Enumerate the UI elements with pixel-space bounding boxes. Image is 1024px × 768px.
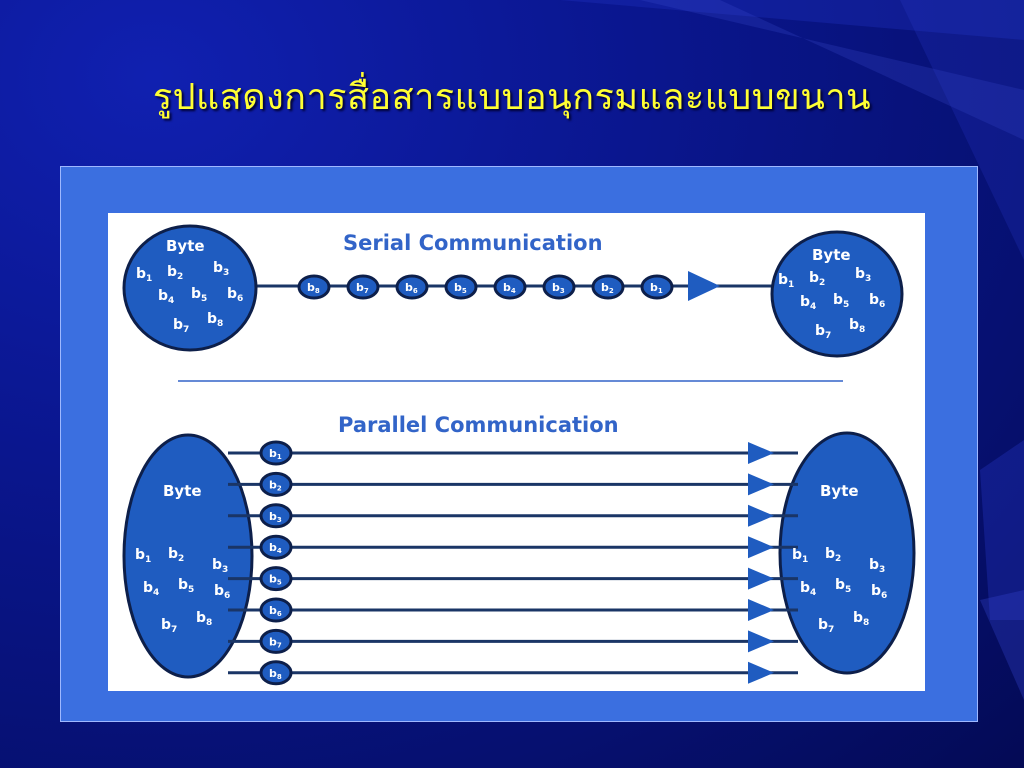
bit-label: b5 <box>178 577 194 595</box>
parallel-bit-chip: b6 <box>259 597 293 623</box>
bit-label: b6 <box>871 583 887 601</box>
serial-bit-chip: b3 <box>542 274 576 300</box>
byte-label: Byte <box>812 246 851 264</box>
chip-label: b7 <box>269 635 282 649</box>
bit-label: b5 <box>191 286 207 304</box>
chip-label: b4 <box>503 281 516 295</box>
serial-sender-node <box>122 224 258 352</box>
parallel-bit-chip: b1 <box>259 440 293 466</box>
chip-label: b2 <box>601 281 614 295</box>
bit-label: b7 <box>815 323 831 341</box>
slide-title: รูปแสดงการสื่อสารแบบอนุกรมและแบบขนาน <box>152 77 872 118</box>
serial-bit-chip: b5 <box>444 274 478 300</box>
parallel-bit-chip: b5 <box>259 566 293 592</box>
bit-label: b2 <box>167 264 183 282</box>
bit-label: b3 <box>855 266 871 284</box>
byte-label: Byte <box>163 482 202 500</box>
parallel-bit-chip: b7 <box>259 628 293 654</box>
serial-bit-chip: b6 <box>395 274 429 300</box>
parallel-arrow-icon <box>748 536 774 559</box>
bit-label: b6 <box>227 286 243 304</box>
bit-label: b1 <box>792 547 808 565</box>
parallel-title: Parallel Communication <box>338 413 619 437</box>
bit-label: b7 <box>161 617 177 635</box>
chip-label: b3 <box>269 510 282 524</box>
chip-label: b1 <box>650 281 663 295</box>
serial-bit-chip: b8 <box>297 274 331 300</box>
bit-label: b5 <box>833 292 849 310</box>
chip-label: b4 <box>269 541 282 555</box>
serial-bit-chip: b7 <box>346 274 380 300</box>
bit-label: b3 <box>213 260 229 278</box>
bit-label: b7 <box>818 617 834 635</box>
byte-label: Byte <box>820 482 859 500</box>
parallel-bit-chip: b8 <box>259 660 293 686</box>
parallel-bit-chip: b2 <box>259 471 293 497</box>
chip-label: b1 <box>269 447 282 461</box>
parallel-arrow-icon <box>748 504 774 527</box>
bit-label: b7 <box>173 317 189 335</box>
communication-diagram: Serial Communication Parallel Communicat… <box>122 224 916 686</box>
byte-label: Byte <box>166 237 205 255</box>
chip-label: b6 <box>405 281 418 295</box>
chip-label: b3 <box>552 281 565 295</box>
bit-label: b2 <box>809 270 825 288</box>
bit-label: b6 <box>214 583 230 601</box>
bit-label: b1 <box>136 266 152 284</box>
serial-bit-chip: b1 <box>640 274 674 300</box>
serial-receiver-node <box>770 230 904 358</box>
bit-label: b5 <box>835 577 851 595</box>
chip-label: b8 <box>269 667 282 681</box>
bit-label: b2 <box>825 546 841 564</box>
parallel-arrow-icon <box>748 567 774 590</box>
chip-label: b8 <box>307 281 320 295</box>
bit-label: b1 <box>778 272 794 290</box>
serial-arrow-icon <box>688 271 720 301</box>
parallel-arrow-icon <box>748 599 774 621</box>
chip-label: b7 <box>356 281 369 295</box>
serial-bit-chip: b2 <box>591 274 625 300</box>
parallel-bit-chip: b3 <box>259 503 293 529</box>
parallel-bit-chip: b4 <box>259 534 293 560</box>
bit-label: b4 <box>158 288 174 306</box>
bit-label: b8 <box>853 610 869 628</box>
parallel-arrow-icon <box>748 442 774 464</box>
serial-title: Serial Communication <box>343 231 603 255</box>
bit-label: b8 <box>849 317 865 335</box>
bit-label: b2 <box>168 546 184 564</box>
parallel-arrow-icon <box>748 630 774 653</box>
chip-label: b6 <box>269 604 282 618</box>
bit-label: b3 <box>212 557 228 575</box>
parallel-arrow-icon <box>748 661 774 684</box>
bit-label: b6 <box>869 292 885 310</box>
diagram-panel: Serial Communication Parallel Communicat… <box>108 213 925 691</box>
chip-label: b2 <box>269 478 282 492</box>
bit-label: b8 <box>196 610 212 628</box>
serial-bit-chip: b4 <box>493 274 527 300</box>
bit-label: b4 <box>143 580 159 598</box>
bit-label: b8 <box>207 311 223 329</box>
parallel-receiver-node <box>778 431 916 675</box>
parallel-sender-node <box>122 433 254 679</box>
bit-label: b3 <box>869 557 885 575</box>
chip-label: b5 <box>454 281 467 295</box>
chip-label: b5 <box>269 573 282 587</box>
bit-label: b1 <box>135 547 151 565</box>
parallel-arrow-icon <box>748 473 774 496</box>
bit-label: b4 <box>800 294 816 312</box>
bit-label: b4 <box>800 580 816 598</box>
